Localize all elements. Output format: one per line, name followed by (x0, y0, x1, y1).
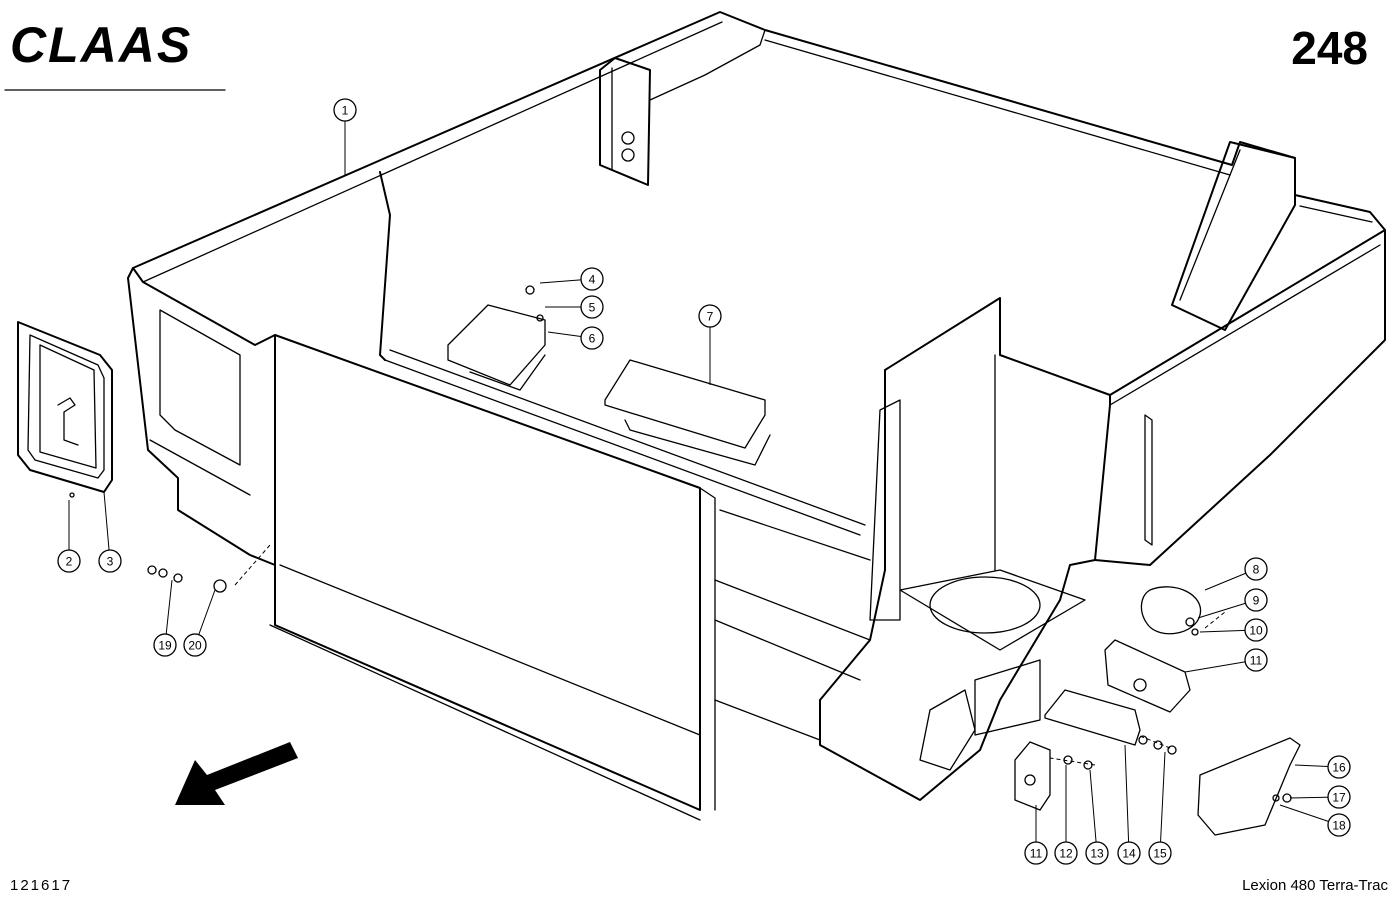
fasteners (69, 285, 1292, 803)
side-plate-16 (1197, 737, 1301, 836)
callout-label-5: 5 (589, 301, 596, 315)
callout-circle (698, 304, 722, 328)
cover-plate-6 (447, 304, 546, 391)
plate-14 (1044, 689, 1141, 746)
drawing-number: 121617 (10, 877, 72, 894)
callout-circle (1054, 841, 1078, 865)
callout-circle (183, 633, 207, 657)
callout-circle (1244, 557, 1268, 581)
callout-label-11: 11 (1030, 847, 1043, 861)
callout-label-1: 1 (342, 104, 349, 118)
callout-circle (1327, 813, 1351, 837)
callout-circle (1244, 588, 1268, 612)
cover-plate-7 (604, 359, 771, 466)
callout-circle (98, 549, 122, 573)
callout-leader (1159, 751, 1166, 854)
callout-label-17: 17 (1332, 791, 1346, 805)
callout-circle (580, 267, 604, 291)
callout-label-2: 2 (66, 555, 73, 569)
callout-label-18: 18 (1332, 819, 1346, 833)
callout-label-8: 8 (1253, 563, 1260, 577)
callout-circle (153, 633, 177, 657)
callout-leader (1124, 744, 1130, 854)
callout-label-9: 9 (1253, 594, 1260, 608)
callout-label-4: 4 (589, 273, 596, 287)
brand-logo-text: CLAAS (10, 17, 192, 73)
grain-tank-frame (127, 11, 1386, 821)
callout-circle (333, 98, 357, 122)
callout-leader (1089, 769, 1098, 854)
round-cover-8 (1140, 586, 1202, 635)
callout-circle (1244, 618, 1268, 642)
callout-circle (1244, 648, 1268, 672)
brand-logo: CLAAS (10, 17, 192, 73)
callout-circle (1085, 841, 1109, 865)
callout-circle (1327, 755, 1351, 779)
callout-circle (1327, 785, 1351, 809)
window-lid (17, 321, 113, 493)
callout-circle (580, 295, 604, 319)
callout-leader (1184, 659, 1257, 673)
callout-circle (57, 549, 81, 573)
callout-circle (1117, 841, 1141, 865)
callout-label-15: 15 (1153, 847, 1167, 861)
assembly-lines (234, 544, 1226, 766)
page-number: 248 (1291, 22, 1368, 74)
callout-label-19: 19 (158, 639, 172, 653)
callout-label-20: 20 (188, 639, 202, 653)
bracket-11-lower (1014, 741, 1051, 811)
travel-direction-arrow-icon (175, 742, 298, 805)
callout-label-16: 16 (1332, 761, 1346, 775)
callout-circle (1024, 841, 1048, 865)
bracket-11-upper (1104, 639, 1191, 713)
callout-label-7: 7 (707, 310, 714, 324)
callout-label-10: 10 (1249, 624, 1263, 638)
callout-circle (580, 326, 604, 350)
callout-label-3: 3 (107, 555, 114, 569)
model-name: Lexion 480 Terra-Trac (1242, 877, 1388, 894)
callout-label-12: 12 (1059, 847, 1073, 861)
callout-label-14: 14 (1122, 847, 1136, 861)
callout-label-6: 6 (589, 332, 596, 346)
callout-label-13: 13 (1090, 847, 1104, 861)
callout-label-11: 11 (1250, 654, 1263, 668)
callout-circle (1148, 841, 1172, 865)
